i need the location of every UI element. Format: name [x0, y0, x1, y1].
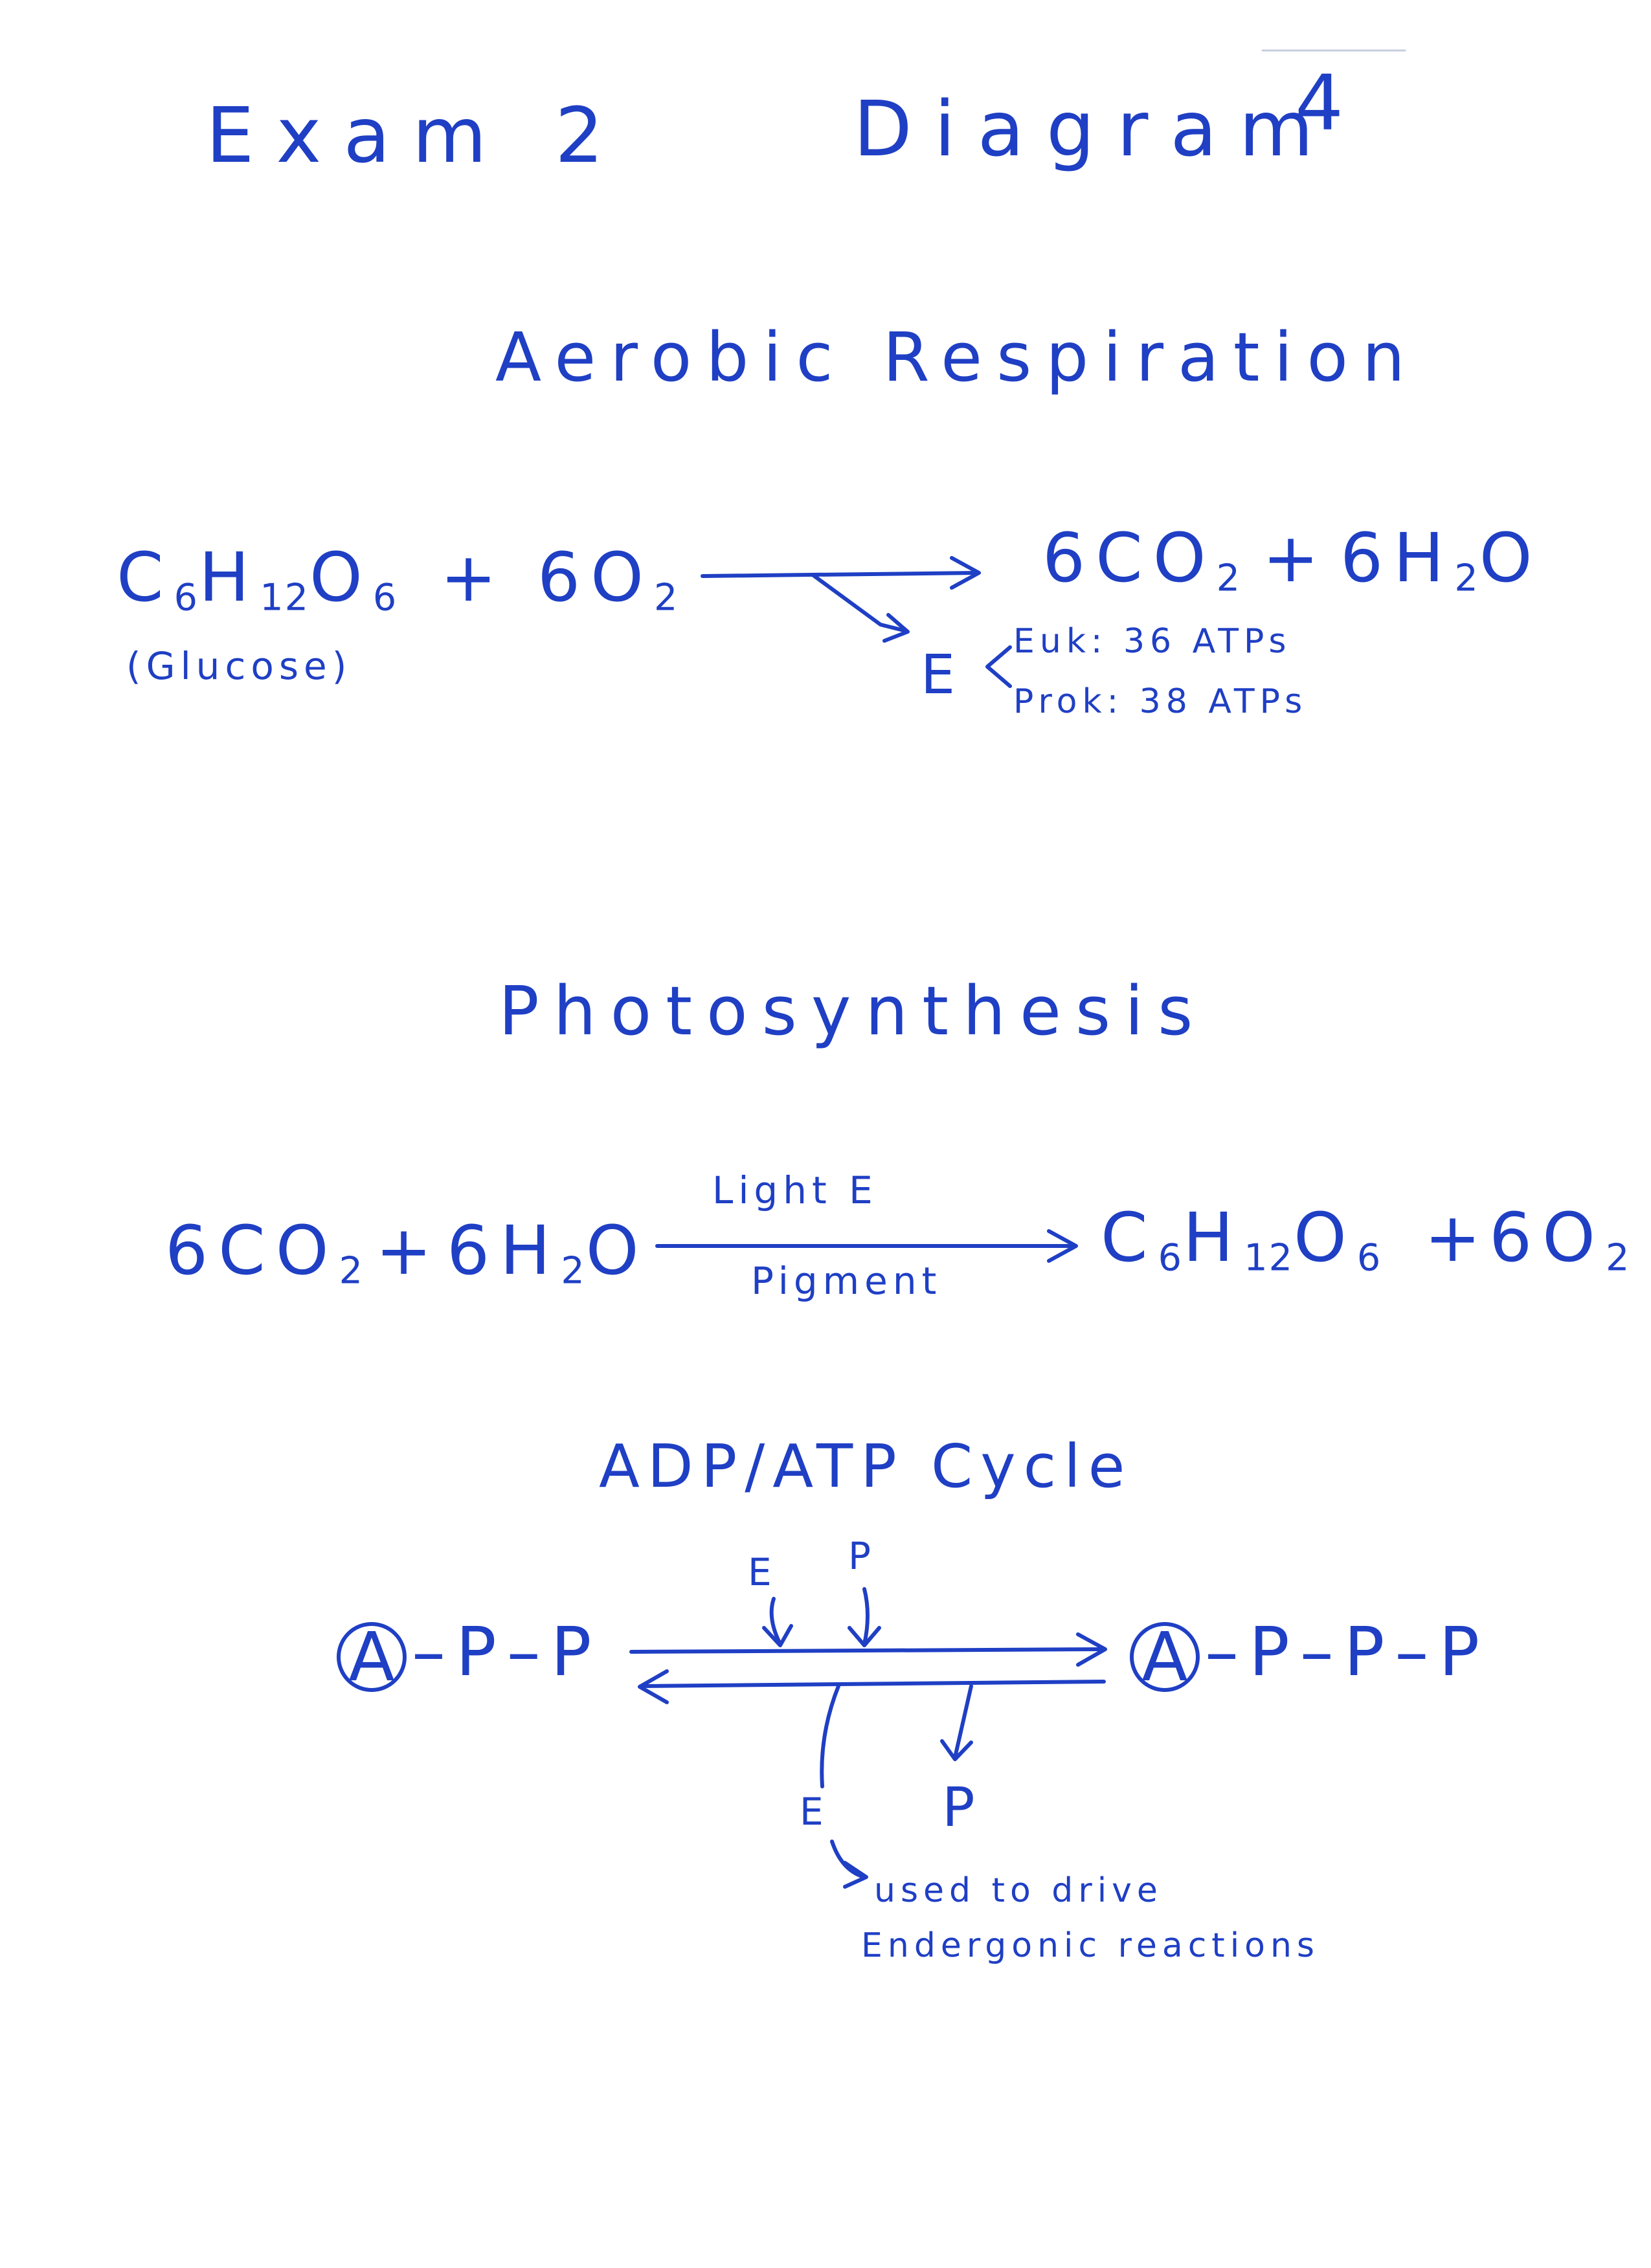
cycle-note-line-1: used to drive	[874, 1871, 1163, 1910]
energy-to-note-arrow-head	[843, 1861, 868, 1889]
respiration-product-water: 6H2O	[1340, 518, 1543, 600]
cycle-reverse-arrow-shaft	[639, 1680, 1106, 1688]
input-energy-arrow	[769, 1597, 782, 1646]
photosynthesis-heading: Photosynthesis	[499, 972, 1207, 1051]
output-phosphate-arrow-head	[940, 1739, 973, 1761]
photosynthesis-plus-1: +	[376, 1211, 443, 1290]
adenosine-circle: A	[337, 1621, 407, 1692]
prokaryote-atp-yield: Prok: 38 ATPs	[1013, 682, 1308, 721]
diagram-title: Diagram	[853, 84, 1336, 173]
energy-branch-arrow	[811, 573, 908, 633]
eukaryote-atp-yield: Euk: 36 ATPs	[1013, 622, 1292, 661]
photosynthesis-plus-2: +	[1424, 1198, 1492, 1277]
cycle-input-energy: E	[748, 1550, 777, 1594]
output-energy-line	[820, 1684, 840, 1788]
diagram-number: 4	[1295, 58, 1366, 148]
output-phosphate-arrow	[953, 1684, 973, 1759]
input-energy-arrow-head	[762, 1624, 793, 1647]
respiration-arrow-shaft	[701, 571, 980, 578]
cycle-heading: ADP/ATP Cycle	[599, 1432, 1133, 1501]
cycle-note-line-2: Endergonic reactions	[861, 1926, 1320, 1965]
respiration-plus-1: +	[440, 538, 508, 617]
arrow-label-pigment: Pigment	[751, 1259, 942, 1303]
cycle-output-energy: E	[800, 1790, 829, 1834]
adenosine-circle: A	[1130, 1621, 1200, 1692]
input-phosphate-arrow	[862, 1587, 870, 1646]
respiration-product-co2: 6CO2	[1042, 518, 1242, 600]
respiration-reactant-oxygen: 6O2	[537, 538, 679, 619]
respiration-heading: Aerobic Respiration	[495, 318, 1419, 397]
photosynthesis-reactant-co2: 6CO2	[165, 1211, 365, 1293]
glucose-label: (Glucose)	[126, 644, 352, 688]
cycle-forward-arrow-head	[1076, 1632, 1107, 1667]
exam-title: Exam 2	[206, 91, 626, 180]
respiration-energy: E	[921, 643, 966, 706]
photosynthesis-product-glucose: C6H12O6	[1101, 1198, 1382, 1280]
input-phosphate-arrow-head	[848, 1626, 881, 1647]
arrow-label-light-energy: Light E	[712, 1168, 878, 1212]
energy-brace	[985, 645, 1012, 688]
photosynthesis-product-oxygen: 6O2	[1489, 1198, 1631, 1280]
cycle-output-phosphate: P	[942, 1775, 985, 1839]
respiration-arrow-head	[950, 556, 981, 590]
photosynthesis-arrow-head	[1047, 1229, 1078, 1263]
respiration-plus-2: +	[1263, 518, 1330, 597]
energy-branch-arrow-head	[882, 613, 910, 643]
cycle-forward-arrow-shaft	[629, 1647, 1106, 1654]
photosynthesis-reactant-water: 6H2O	[447, 1211, 649, 1293]
adp-molecule: A–P–P	[337, 1618, 601, 1692]
cycle-reverse-arrow-head	[638, 1669, 669, 1704]
cycle-input-phosphate: P	[848, 1534, 876, 1578]
respiration-reactant-glucose: C6H12O6	[117, 538, 398, 619]
atp-molecule: A–P–P–P	[1130, 1618, 1490, 1692]
